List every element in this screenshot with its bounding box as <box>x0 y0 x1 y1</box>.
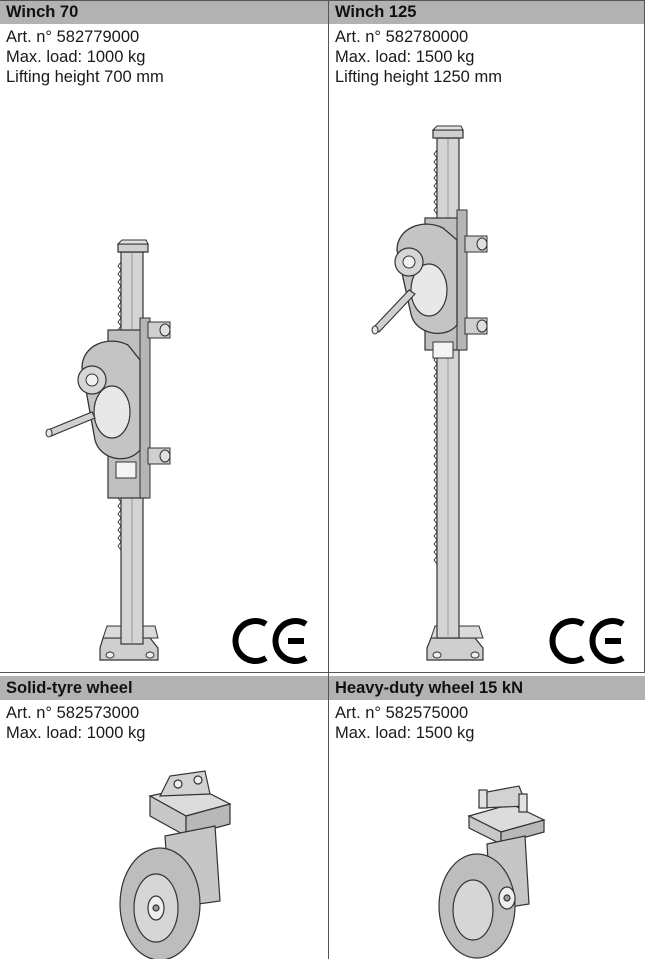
caster-wheel-icon <box>438 785 546 959</box>
max-load: Max. load: 1000 kg <box>6 48 146 66</box>
article-number: Art. n° 582779000 <box>6 28 140 46</box>
winch-gearbox <box>45 317 171 499</box>
product-title: Winch 70 <box>0 0 328 24</box>
product-cell-winch-125: Winch 125 Art. n° 582780000 Max. load: 1… <box>329 0 645 672</box>
winch-column <box>431 125 464 639</box>
table-top-border <box>0 0 645 1</box>
table-column-divider <box>328 0 329 959</box>
max-load: Max. load: 1500 kg <box>335 48 475 66</box>
product-title: Heavy-duty wheel 15 kN <box>329 676 645 700</box>
product-specs: Art. n° 582779000 Max. load: 1000 kg Lif… <box>6 27 164 87</box>
max-load: Max. load: 1500 kg <box>335 724 475 742</box>
product-cell-winch-70: Winch 70 Art. n° 582779000 Max. load: 10… <box>0 0 328 672</box>
product-cell-heavy-duty-wheel: Heavy-duty wheel 15 kN Art. n° 582575000… <box>329 676 645 959</box>
article-number: Art. n° 582780000 <box>335 28 469 46</box>
ce-mark-icon <box>549 618 625 664</box>
caster-wheel-icon <box>119 770 232 959</box>
lifting-height: Lifting height 1250 mm <box>335 68 502 86</box>
product-specs: Art. n° 582780000 Max. load: 1500 kg Lif… <box>335 27 502 87</box>
article-number: Art. n° 582575000 <box>335 704 469 722</box>
product-title: Solid-tyre wheel <box>0 676 328 700</box>
article-number: Art. n° 582573000 <box>6 704 140 722</box>
product-specs: Art. n° 582573000 Max. load: 1000 kg <box>6 703 145 743</box>
product-title: Winch 125 <box>329 0 645 24</box>
rack-winch-icon <box>371 125 625 664</box>
max-load: Max. load: 1000 kg <box>6 724 146 742</box>
product-specs: Art. n° 582575000 Max. load: 1500 kg <box>335 703 474 743</box>
winch-gearbox <box>371 209 488 359</box>
rack-winch-icon <box>45 239 308 664</box>
lifting-height: Lifting height 700 mm <box>6 68 164 86</box>
ce-mark-icon <box>232 618 308 664</box>
rack-teeth <box>433 149 438 565</box>
table-row-divider <box>0 672 645 673</box>
product-cell-solid-tyre-wheel: Solid-tyre wheel Art. n° 582573000 Max. … <box>0 676 328 959</box>
